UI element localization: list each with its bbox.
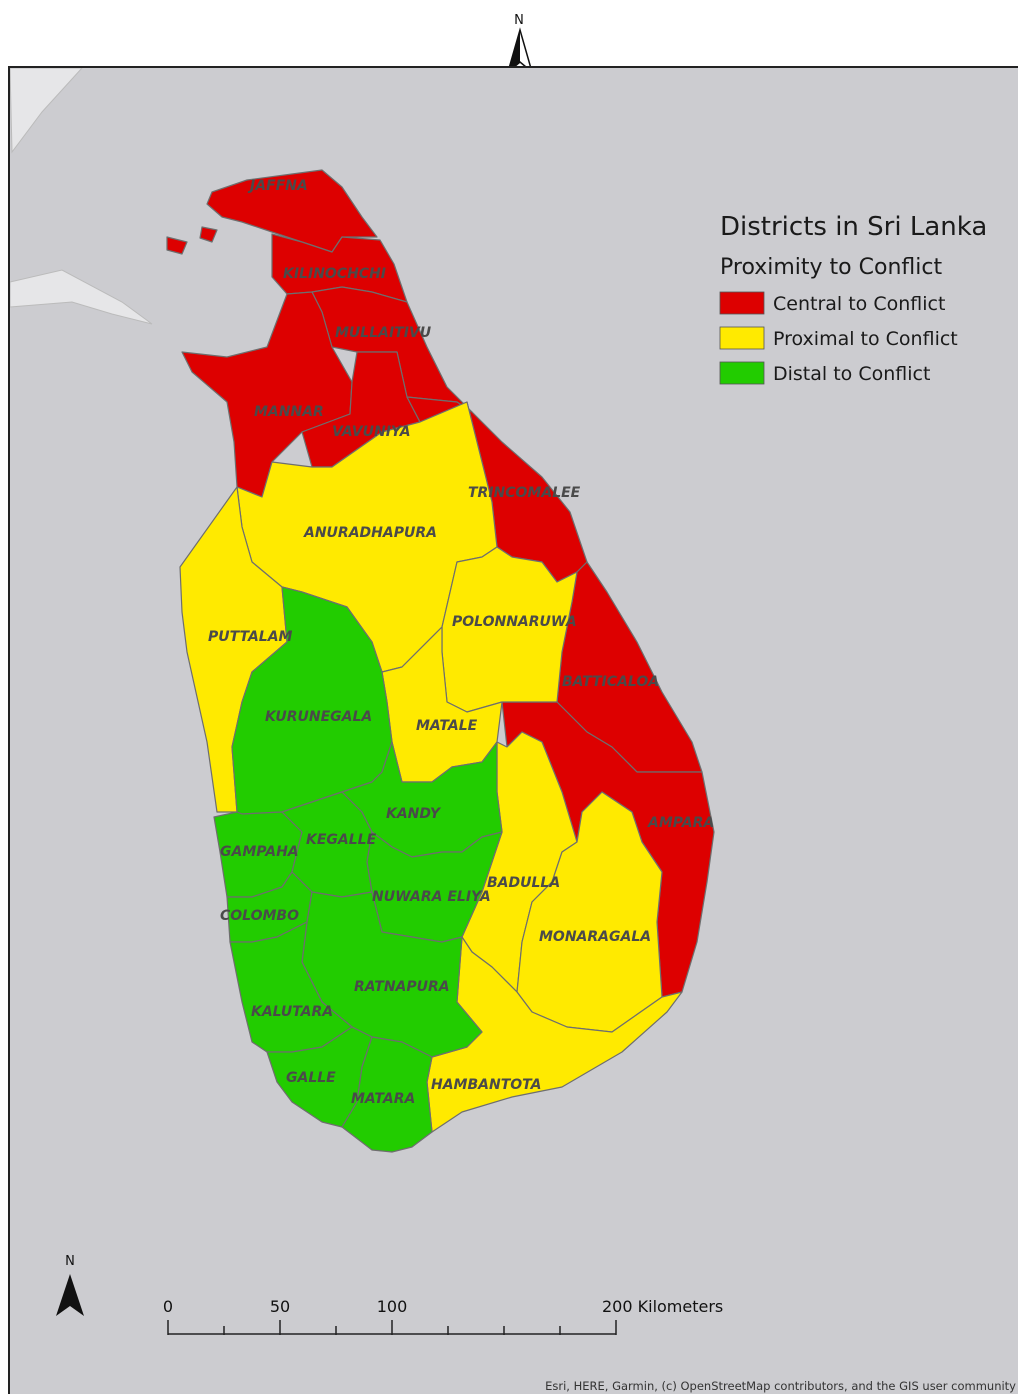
label-mullaitivu: MULLAITIVU [335, 325, 432, 341]
north-label-top: N [514, 13, 524, 28]
scale-label-50: 50 [270, 1297, 290, 1316]
label-jaffna: JAFFNA [247, 178, 308, 194]
label-galle: GALLE [286, 1070, 336, 1086]
label-kegalle: KEGALLE [306, 832, 377, 848]
label-kandy: KANDY [386, 806, 442, 822]
label-mannar: MANNAR [254, 404, 324, 420]
label-polonnaruwa: POLONNARUWA [452, 614, 577, 630]
district-jaffna-islet-1 [166, 236, 188, 255]
north-arrow-bottom: N [56, 1254, 84, 1316]
north-arrow-top: N [506, 13, 534, 75]
north-arrow-bottom-icon [56, 1274, 84, 1316]
legend-swatch-distal [719, 361, 765, 385]
scale-bar: 0 50 100 200 Kilometers [163, 1297, 723, 1335]
label-kilinochchi: KILINOCHCHI [283, 266, 386, 282]
label-kalutara: KALUTARA [251, 1004, 333, 1020]
legend-swatch-proximal [719, 326, 765, 350]
label-colombo: COLOMBO [220, 908, 299, 924]
label-badulla: BADULLA [487, 875, 560, 891]
scale-label-0: 0 [163, 1297, 173, 1316]
scale-bar-line [167, 1320, 617, 1335]
label-matale: MATALE [416, 718, 478, 734]
legend-item-distal: Distal to Conflict [773, 363, 930, 385]
label-batticaloa: BATTICALOA [562, 674, 659, 690]
district-labels: JAFFNA KILINOCHCHI MULLAITIVU MANNAR VAV… [208, 178, 714, 1107]
scale-label-100: 100 [377, 1297, 408, 1316]
map-frame[interactable]: JAFFNA KILINOCHCHI MULLAITIVU MANNAR VAV… [8, 66, 1018, 1394]
label-hambantota: HAMBANTOTA [431, 1077, 541, 1093]
label-puttalam: PUTTALAM [208, 629, 293, 645]
india-landmass [10, 68, 83, 154]
legend-subtitle: Proximity to Conflict [720, 255, 942, 280]
attribution-text: Esri, HERE, Garmin, (c) OpenStreetMap co… [545, 1379, 1016, 1393]
label-nuwara-eliya: NUWARA ELIYA [372, 889, 491, 905]
legend: Districts in Sri Lanka Proximity to Conf… [719, 212, 987, 385]
district-matara[interactable] [341, 1036, 433, 1153]
label-gampaha: GAMPAHA [220, 844, 299, 860]
label-ampara: AMPARA [647, 815, 714, 831]
map-canvas[interactable]: JAFFNA KILINOCHCHI MULLAITIVU MANNAR VAV… [8, 66, 1018, 1394]
label-monaragala: MONARAGALA [539, 929, 651, 945]
legend-title: Districts in Sri Lanka [720, 212, 987, 242]
label-ratnapura: RATNAPURA [354, 979, 450, 995]
label-vavuniya: VAVUNIYA [332, 424, 411, 440]
label-anuradhapura: ANURADHAPURA [303, 525, 437, 541]
label-kurunegala: KURUNEGALA [265, 709, 372, 725]
legend-item-proximal: Proximal to Conflict [773, 328, 958, 350]
label-trincomalee: TRINCOMALEE [468, 485, 581, 501]
legend-swatch-central [719, 291, 765, 315]
north-label-bottom: N [65, 1254, 75, 1269]
district-jaffna-islet-2 [199, 226, 218, 243]
legend-item-central: Central to Conflict [773, 293, 945, 315]
label-matara: MATARA [351, 1091, 415, 1107]
adams-bridge-island [10, 269, 153, 325]
scale-label-200: 200 Kilometers [602, 1297, 723, 1316]
